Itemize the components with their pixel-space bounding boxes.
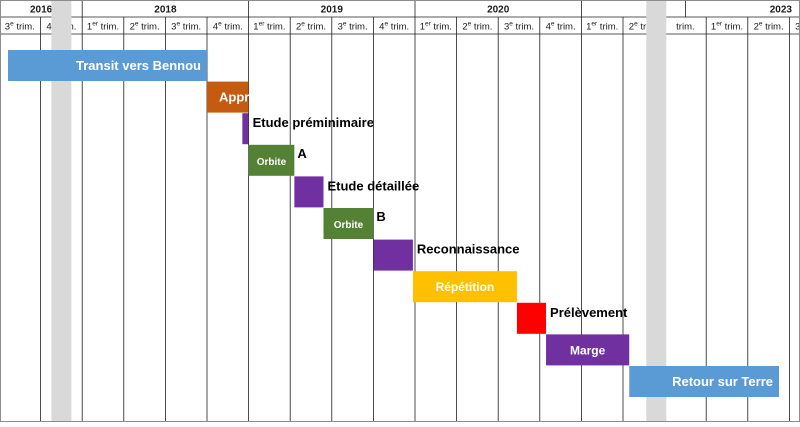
task-label: Approche (219, 90, 280, 105)
task-label-suffix: A (297, 146, 307, 161)
quarter-label: 1er trim. (420, 21, 452, 33)
task-label-suffix: B (376, 209, 385, 224)
quarter-label: 3e trim. (504, 21, 534, 33)
task-bar (516, 302, 547, 334)
task-bar (8, 50, 207, 81)
task-label: Prélèvement (550, 305, 628, 320)
task-bar (373, 239, 413, 271)
task-label: Orbite (257, 157, 287, 168)
quarter-label: 2e trim. (130, 21, 160, 33)
year-label: 2023 (770, 5, 793, 16)
year-label: 2016 (30, 5, 53, 16)
quarter-label: 3e trim. (5, 21, 35, 33)
task-bar (294, 176, 324, 208)
quarter-label: 1er trim. (711, 21, 743, 33)
task-label: Marge (570, 343, 606, 357)
grid-lines (40, 17, 790, 422)
year-label: 2020 (487, 5, 510, 16)
quarter-label: 3e trim. (338, 21, 368, 33)
task-label: Etude détaillée (327, 178, 419, 193)
task-bar (323, 208, 374, 239)
quarter-label: 2e trim. (754, 21, 784, 33)
quarter-label: trim. (676, 22, 694, 33)
year-label: 2018 (154, 5, 177, 16)
axis-break-band (646, 0, 667, 422)
quarter-label: 1er trim. (87, 21, 119, 33)
quarter-label: 4e trim. (546, 21, 576, 33)
year-label: 2019 (321, 5, 344, 16)
task-label: Retour sur Terre (672, 374, 773, 389)
quarter-label: 1er trim. (253, 21, 285, 33)
quarter-header: 3e trim. 4e trim. 1er trim. 2e trim. 3e trim… (0, 21, 800, 35)
year-header: 2016 2018 2019 2020 2023 (0, 0, 800, 18)
axis-break-band (51, 0, 72, 422)
quarter-label: 3e trim. (171, 21, 201, 33)
quarter-label: 2e trim. (462, 21, 492, 33)
task-bar (248, 144, 295, 176)
quarter-label: 4e trim. (213, 21, 243, 33)
quarter-label: 4e trim. (379, 21, 409, 33)
task-label: Transit vers Bennou (76, 58, 201, 73)
task-label: Reconnaissance (417, 242, 520, 257)
quarter-label: 1er trim. (586, 21, 618, 33)
axis-breaks (51, 0, 667, 422)
task-bar (207, 81, 249, 113)
quarter-label: 3e trim. (795, 21, 800, 33)
task-bar (242, 113, 249, 145)
task-label: Orbite (334, 220, 364, 231)
task-bar (629, 366, 779, 397)
task-bar (412, 271, 517, 303)
task-label: Etude préminimaire (253, 115, 374, 130)
task-bar (546, 334, 630, 366)
quarter-label: 2e trim. (296, 21, 326, 33)
task-label: Répétition (436, 280, 495, 294)
